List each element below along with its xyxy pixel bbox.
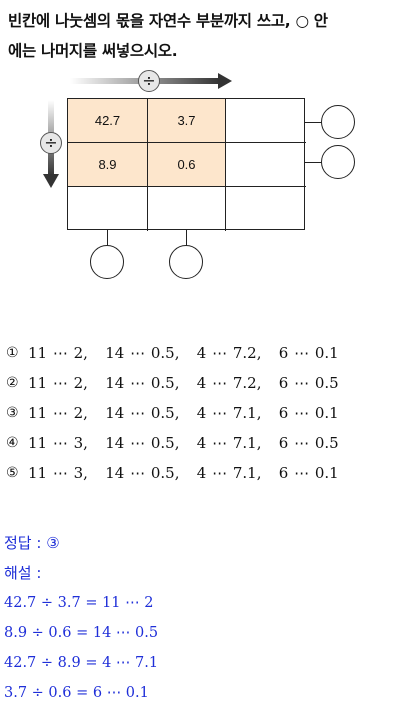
question-line-2: 에는 나머지를 써넣으시오. <box>8 42 178 60</box>
row1-remainder-circle[interactable] <box>321 105 355 139</box>
option-marker: ② <box>6 375 19 391</box>
cell-dividend-1: 42.7 <box>68 99 148 143</box>
answer-section: 정답 : ③ 해설 : 42.7 ÷ 3.7 = 11 ⋯ 2 8.9 ÷ 0.… <box>4 528 396 708</box>
option-marker: ⑤ <box>6 465 19 481</box>
explanation-step-2: 8.9 ÷ 0.6 = 14 ⋯ 0.5 <box>4 625 159 641</box>
col2-quotient-blank[interactable] <box>148 187 226 231</box>
option-marker: ④ <box>6 435 19 451</box>
col1-quotient-blank[interactable] <box>68 187 148 231</box>
answer-options: ① 11 ⋯ 2, 14 ⋯ 0.5, 4 ⋯ 7.2, 6 ⋯ 0.1 ② 1… <box>6 338 396 488</box>
row2-quotient-blank[interactable] <box>226 143 306 187</box>
cell-divisor-1: 3.7 <box>148 99 226 143</box>
connector-line <box>305 122 322 123</box>
option-marker: ① <box>6 345 19 361</box>
option-text: 11 ⋯ 2, 14 ⋯ 0.5, 4 ⋯ 7.2, 6 ⋯ 0.5 <box>28 374 339 392</box>
option-3[interactable]: ③ 11 ⋯ 2, 14 ⋯ 0.5, 4 ⋯ 7.1, 6 ⋯ 0.1 <box>6 398 396 428</box>
question-line-1: 빈칸에 나눗셈의 몫을 자연수 부분까지 쓰고, ○ 안 <box>8 12 328 30</box>
option-text: 11 ⋯ 2, 14 ⋯ 0.5, 4 ⋯ 7.1, 6 ⋯ 0.1 <box>28 404 339 422</box>
option-1[interactable]: ① 11 ⋯ 2, 14 ⋯ 0.5, 4 ⋯ 7.2, 6 ⋯ 0.1 <box>6 338 396 368</box>
division-table: 42.7 3.7 8.9 0.6 <box>67 98 306 231</box>
option-2[interactable]: ② 11 ⋯ 2, 14 ⋯ 0.5, 4 ⋯ 7.2, 6 ⋯ 0.5 <box>6 368 396 398</box>
empty-corner-cell <box>226 187 306 231</box>
explanation-label: 해설 : <box>4 564 42 582</box>
row2-remainder-circle[interactable] <box>321 145 355 179</box>
col1-remainder-circle[interactable] <box>90 245 124 279</box>
connector-line <box>186 230 187 246</box>
cell-divisor-2: 0.6 <box>148 143 226 187</box>
col2-remainder-circle[interactable] <box>169 245 203 279</box>
option-4[interactable]: ④ 11 ⋯ 3, 14 ⋯ 0.5, 4 ⋯ 7.1, 6 ⋯ 0.5 <box>6 428 396 458</box>
connector-line <box>305 162 322 163</box>
option-text: 11 ⋯ 2, 14 ⋯ 0.5, 4 ⋯ 7.2, 6 ⋯ 0.1 <box>28 344 339 362</box>
connector-line <box>107 230 108 246</box>
answer-label: 정답 : ③ <box>4 534 60 552</box>
option-text: 11 ⋯ 3, 14 ⋯ 0.5, 4 ⋯ 7.1, 6 ⋯ 0.5 <box>28 434 339 452</box>
option-5[interactable]: ⑤ 11 ⋯ 3, 14 ⋯ 0.5, 4 ⋯ 7.1, 6 ⋯ 0.1 <box>6 458 396 488</box>
explanation-step-4: 3.7 ÷ 0.6 = 6 ⋯ 0.1 <box>4 685 149 701</box>
option-marker: ③ <box>6 405 19 421</box>
explanation-step-3: 42.7 ÷ 8.9 = 4 ⋯ 7.1 <box>4 655 159 671</box>
divide-icon: ÷ <box>40 132 62 154</box>
divide-icon: ÷ <box>138 70 160 92</box>
option-text: 11 ⋯ 3, 14 ⋯ 0.5, 4 ⋯ 7.1, 6 ⋯ 0.1 <box>28 464 339 482</box>
cell-dividend-2: 8.9 <box>68 143 148 187</box>
explanation-step-1: 42.7 ÷ 3.7 = 11 ⋯ 2 <box>4 595 154 611</box>
row1-quotient-blank[interactable] <box>226 99 306 143</box>
question-text: 빈칸에 나눗셈의 몫을 자연수 부분까지 쓰고, ○ 안 에는 나머지를 써넣으… <box>8 6 396 66</box>
